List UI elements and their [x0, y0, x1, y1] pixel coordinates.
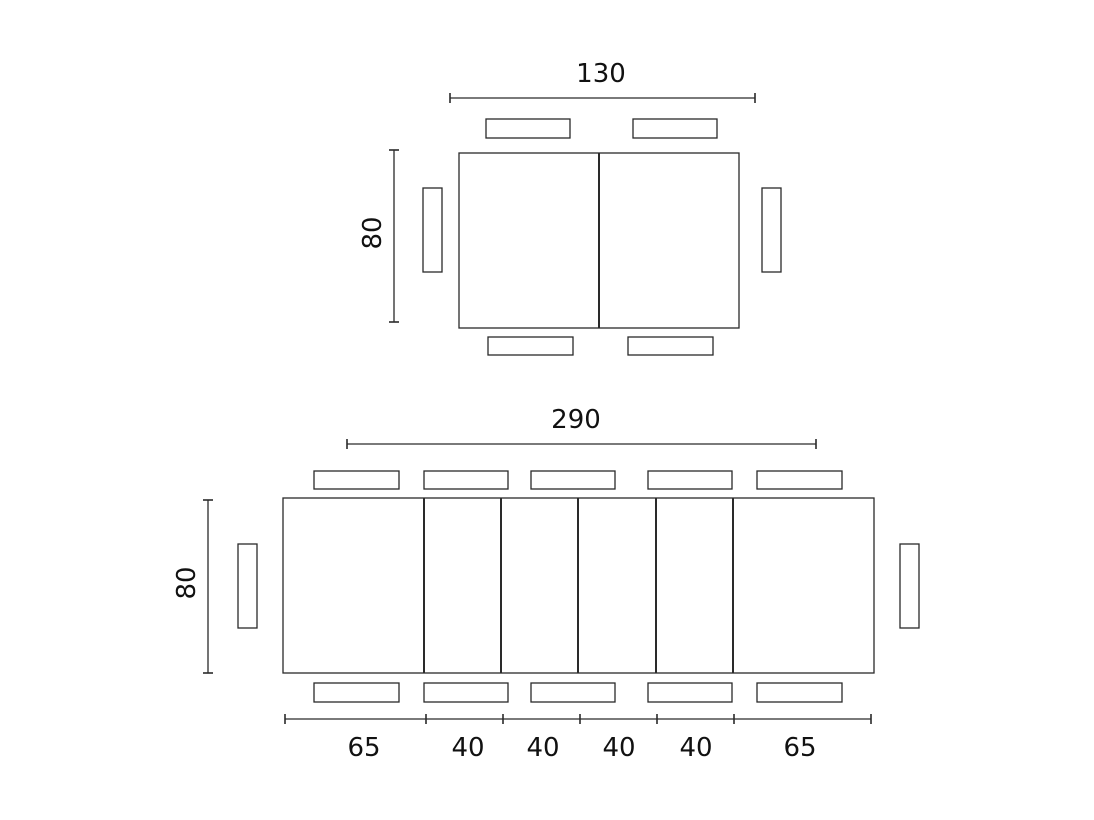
compact-depth-dimension: 80 [358, 149, 399, 323]
extended-depth-label: 80 [172, 566, 202, 599]
chair [423, 682, 509, 703]
extended-table: 290 80 [172, 405, 920, 763]
chair [423, 470, 509, 490]
chair [632, 118, 718, 139]
chair [761, 187, 782, 273]
chair [485, 118, 571, 139]
segment-label: 40 [602, 733, 635, 763]
segment-label: 65 [783, 733, 816, 763]
segment-label: 65 [347, 733, 380, 763]
compact-width-dimension: 130 [449, 59, 756, 103]
chair [647, 682, 733, 703]
chair [756, 682, 843, 703]
extended-width-dimension: 290 [346, 405, 817, 449]
chair [647, 470, 733, 490]
chair [530, 682, 616, 703]
segment-label: 40 [679, 733, 712, 763]
chair [237, 543, 258, 629]
chair [422, 187, 443, 273]
chair [756, 470, 843, 490]
segment-label: 40 [451, 733, 484, 763]
segment-label: 40 [526, 733, 559, 763]
extended-depth-dimension: 80 [172, 499, 213, 674]
compact-depth-label: 80 [358, 216, 388, 249]
chair [530, 470, 616, 490]
segment-dimensions: 65 40 40 40 40 65 [284, 714, 872, 763]
chair [487, 336, 574, 356]
compact-width-label: 130 [576, 59, 626, 89]
compact-table: 130 80 [358, 59, 782, 356]
chair [627, 336, 714, 356]
chair [313, 682, 400, 703]
chair [313, 470, 400, 490]
extended-width-label: 290 [551, 405, 601, 435]
chair [899, 543, 920, 629]
